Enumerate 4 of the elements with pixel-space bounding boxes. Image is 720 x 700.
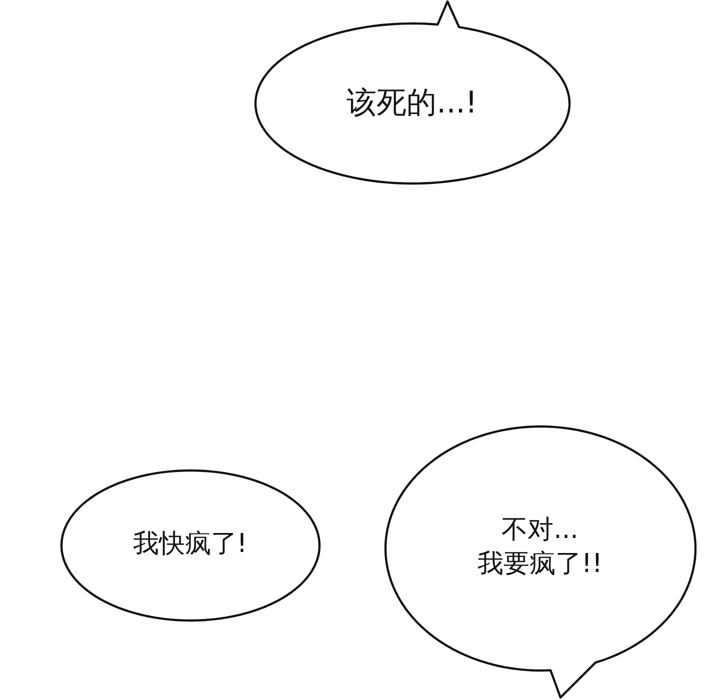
speech-text: 我要疯了!! bbox=[478, 548, 602, 581]
speech-text: 不对... bbox=[502, 514, 578, 548]
speech-text: 我快疯了! bbox=[132, 528, 248, 562]
speech-text: 该死的...! bbox=[346, 84, 478, 122]
